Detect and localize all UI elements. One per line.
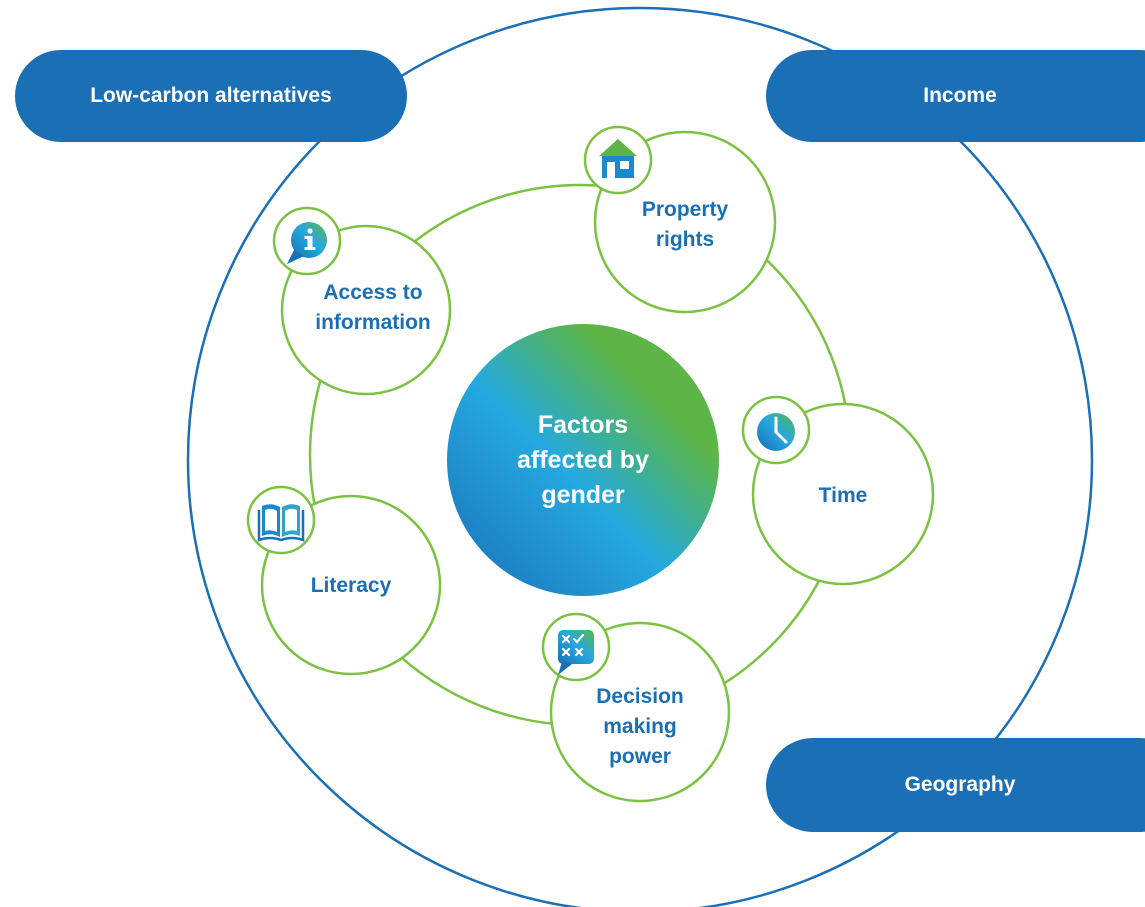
open-book-icon [246, 485, 316, 555]
clock-icon [741, 395, 811, 465]
low-carbon-alternatives-label: Low-carbon alternatives [90, 84, 332, 107]
income-label: Income [923, 84, 997, 107]
center-circle [447, 324, 719, 596]
income-pill: Income [766, 50, 1145, 142]
access-to-information-label: Access to information [315, 281, 431, 334]
property-rights-label: Property rights [641, 198, 729, 251]
low-carbon-alternatives-pill: Low-carbon alternatives [15, 50, 407, 142]
center-label: Factors affected by gender [517, 410, 649, 509]
outer-ring [186, 6, 1094, 907]
info-speech-bubble-icon [272, 206, 342, 276]
geography-label: Geography [904, 773, 1016, 796]
decision-chat-icon [541, 612, 611, 682]
literacy-label: Literacy [310, 574, 392, 597]
time-label: Time [818, 484, 868, 507]
house-icon [583, 125, 653, 195]
geography-pill: Geography [766, 738, 1145, 832]
decision-making-power-label: Decision making power [596, 685, 684, 768]
